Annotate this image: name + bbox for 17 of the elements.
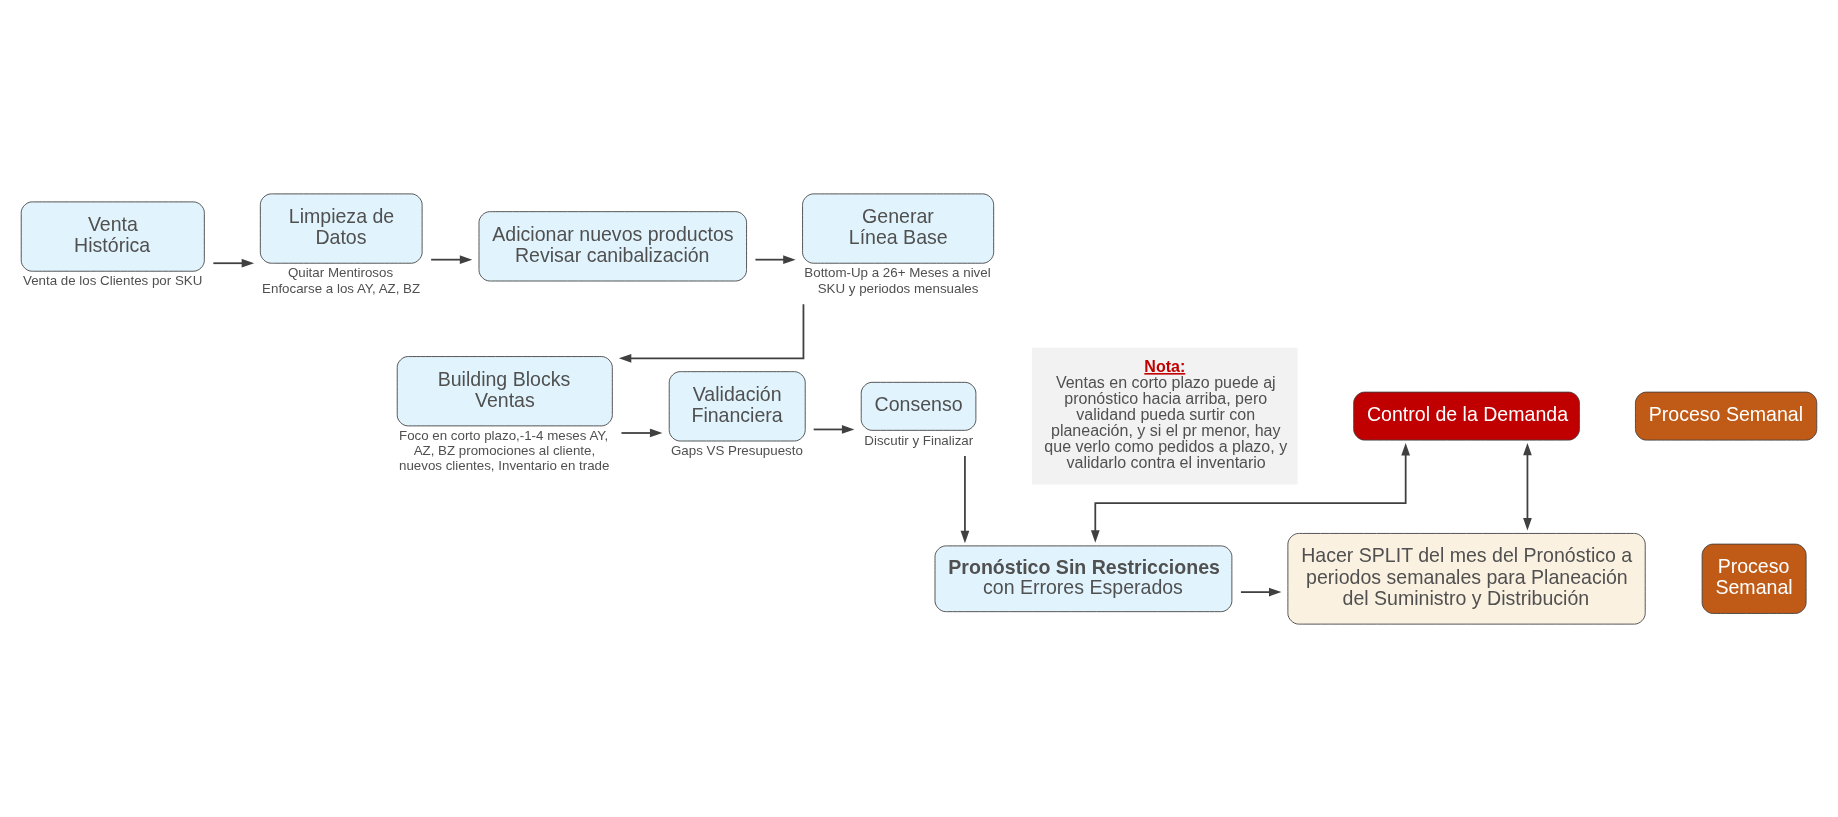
arrow: [1240, 587, 1282, 596]
node-label: Gaps VS Presupuesto: [671, 442, 803, 458]
arrow: [212, 258, 255, 268]
node-label: Quitar Mentirosos: [287, 264, 394, 280]
node-label: Venta de los Clientes por SKU: [23, 272, 203, 288]
arrow: [430, 254, 473, 264]
node-label: Foco en corto plazo,-1-4 meses AY, AZ, BZ promociones al cliente, nuevos clientes, Inventario en trade: [399, 427, 610, 473]
arrow: [754, 254, 796, 264]
arrow: [1090, 442, 1411, 543]
node-label: Bottom-Up a 26+ Meses a nivel SKU y periodos mensuales: [804, 264, 991, 296]
node-label: Discutir y Finalizar: [864, 432, 974, 448]
arrow: [620, 428, 663, 437]
arrow: [1523, 442, 1532, 530]
arrow: [960, 454, 970, 543]
node-label: Enfocarse a los AY, AZ, BZ: [262, 280, 421, 296]
arrow: [812, 424, 855, 434]
arrow: [618, 302, 805, 363]
